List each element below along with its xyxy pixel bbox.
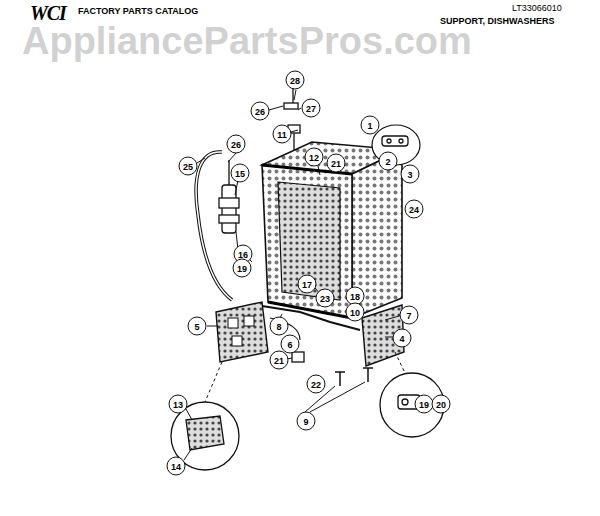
header-text: SUPPORT, DISHWASHERS [440, 16, 555, 26]
callout-number: 19 [233, 259, 252, 278]
callout-number: 20 [432, 395, 451, 414]
callout-number: 13 [169, 395, 188, 414]
callout-number: 11 [273, 125, 292, 144]
callout-number: 27 [302, 99, 321, 118]
catalog-number: LT33066010 [512, 3, 562, 13]
callout-number: 3 [401, 165, 420, 184]
header-text: FACTORY PARTS CATALOG [78, 6, 198, 16]
callout-number: 21 [270, 351, 289, 370]
callout-number: 17 [298, 275, 317, 294]
callout-number: 8 [270, 317, 289, 336]
watermark: AppliancePartsPros.com [22, 20, 472, 63]
callout-number: 24 [405, 200, 424, 219]
callout-number: 22 [307, 375, 326, 394]
callout-number: 28 [286, 71, 305, 90]
callout-number: 26 [251, 102, 270, 121]
callout-number: 1 [361, 116, 380, 135]
callout-number: 7 [400, 306, 419, 325]
brand-logo: WCI [30, 2, 66, 25]
callout-number: 10 [346, 303, 365, 322]
callout-number: 25 [179, 157, 198, 176]
callout-number: 4 [393, 329, 412, 348]
callout-number: 12 [305, 148, 324, 167]
callout-number: 23 [316, 289, 335, 308]
callout-number: 2 [379, 152, 398, 171]
callout-number: 14 [167, 457, 186, 476]
callout-number: 9 [297, 412, 316, 431]
callout-number: 15 [231, 164, 250, 183]
callout-number: 26 [227, 135, 246, 154]
callout-number: 21 [327, 154, 346, 173]
callout-number: 5 [188, 317, 207, 336]
